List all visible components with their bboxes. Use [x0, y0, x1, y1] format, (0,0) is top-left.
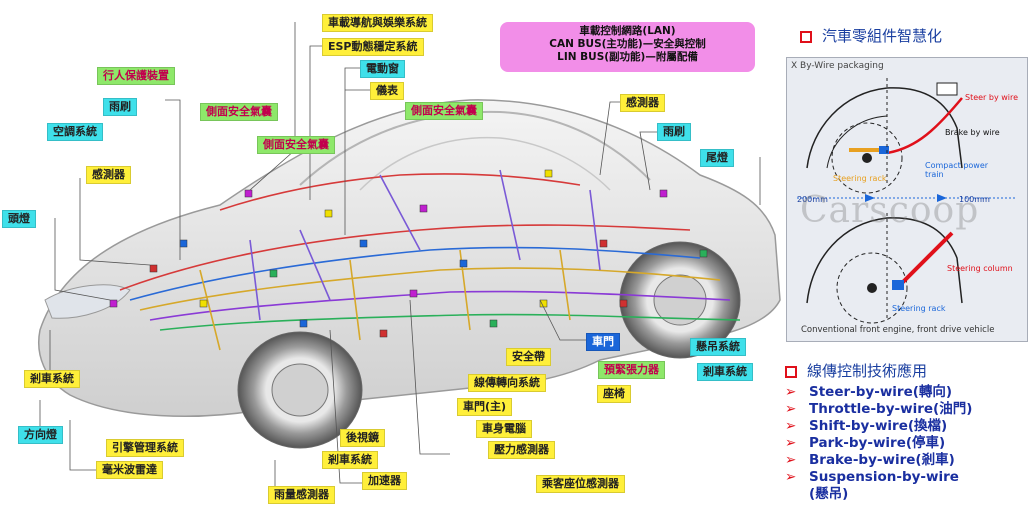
carscoop-watermark: Carscoop — [800, 190, 980, 231]
lan-line-3: LIN BUS(副功能)—附屬配備 — [557, 51, 698, 63]
label-steer-by-wire: Steer by wire — [965, 93, 1019, 102]
label-brake-left: 剎車系統 — [24, 370, 80, 388]
label-door-main: 車門(主) — [457, 398, 513, 416]
label-wiper-rear: 雨刷 — [657, 123, 691, 141]
lan-line-2: CAN BUS(主功能)—安全與控制 — [549, 38, 706, 50]
label-air-conditioning: 空調系統 — [47, 123, 103, 141]
label-sensor-left: 感測器 — [86, 166, 131, 184]
panel-title: X By-Wire packaging — [791, 61, 884, 71]
label-rain-sensor: 雨量感測器 — [268, 486, 335, 504]
label-rear-mirror: 後視鏡 — [340, 429, 385, 447]
list-item: ➢Suspension-by-wire — [785, 469, 959, 485]
by-wire-schematic — [797, 78, 1017, 324]
panel-footer: Conventional front engine, front drive v… — [801, 325, 995, 335]
label-occupant-sensor: 乘客座位感測器 — [536, 475, 625, 493]
label-dimension-100mm: 100mm — [959, 195, 990, 204]
square-bullet-icon — [800, 30, 812, 43]
list-item: ➢Shift-by-wire(換檔) — [785, 418, 948, 434]
label-steer-by-wire-system: 線傳轉向系統 — [468, 374, 546, 392]
label-nav-entertainment: 車載導航與娛樂系統 — [322, 14, 433, 32]
label-dimension-200mm: 200mm — [797, 195, 828, 204]
label-brake-rear: 剎車系統 — [697, 363, 753, 381]
label-side-airbag-2: 側面安全氣囊 — [405, 102, 483, 120]
label-side-airbag-1: 側面安全氣囊 — [200, 103, 278, 121]
label-steering-rack-2: Steering rack — [892, 304, 946, 313]
label-steering-rack-1: Steering rack — [833, 174, 887, 183]
label-body-computer: 車身電腦 — [476, 420, 532, 438]
square-bullet-icon — [785, 365, 797, 378]
arrow-bullet-icon: ➢ — [785, 435, 797, 451]
lan-line-1: 車載控制網路(LAN) — [579, 25, 676, 37]
label-side-airbag-3: 側面安全氣囊 — [257, 136, 335, 154]
label-seatbelt: 安全帶 — [506, 348, 551, 366]
list-item: ➢Brake-by-wire(剎車) — [785, 452, 955, 468]
component-nodes — [109, 169, 708, 338]
label-engine-management: 引擎管理系統 — [106, 439, 184, 457]
list-item: ➢Steer-by-wire(轉向) — [785, 384, 953, 400]
label-pressure-sensor: 壓力感測器 — [488, 441, 555, 459]
label-suspension: 懸吊系統 — [690, 338, 746, 356]
arrow-bullet-icon: ➢ — [785, 401, 797, 417]
label-sensor-right: 感測器 — [620, 94, 665, 112]
label-steering-column: Steering column — [947, 264, 1013, 273]
arrow-bullet-icon: ➢ — [785, 418, 797, 434]
label-brake-by-wire: Brake by wire — [945, 128, 1000, 137]
label-accelerator: 加速器 — [362, 472, 407, 490]
label-dashboard: 儀表 — [370, 82, 404, 100]
lan-info-box: 車載控制網路(LAN) CAN BUS(主功能)—安全與控制 LIN BUS(副… — [500, 22, 755, 72]
arrow-bullet-icon: ➢ — [785, 384, 797, 400]
label-turn-signal: 方向燈 — [18, 426, 63, 444]
label-pretensioner: 預緊張力器 — [598, 361, 665, 379]
label-power-window: 電動窗 — [360, 60, 405, 78]
heading-smart-components: 汽車零組件智慧化 — [800, 25, 942, 46]
arrow-bullet-icon: ➢ — [785, 469, 797, 485]
label-taillight: 尾燈 — [700, 149, 734, 167]
label-brake-center: 剎車系統 — [322, 451, 378, 469]
label-pedestrian-protection: 行人保護裝置 — [97, 67, 175, 85]
label-seat: 座椅 — [597, 385, 631, 403]
label-headlight: 頭燈 — [2, 210, 36, 228]
wiring-harness — [119, 169, 741, 351]
arrow-bullet-icon: ➢ — [785, 452, 797, 468]
label-esp: ESP動態穩定系統 — [322, 38, 424, 56]
heading-by-wire-applications: 線傳控制技術應用 — [785, 360, 927, 381]
label-mmwave-radar: 毫米波雷達 — [96, 461, 163, 479]
list-item: ➢Park-by-wire(停車) — [785, 435, 946, 451]
list-item-continuation: (懸吊) — [809, 486, 849, 502]
label-door: 車門 — [586, 333, 620, 351]
label-compact-power-train: Compact power train — [925, 161, 989, 179]
label-wiper-front: 雨刷 — [103, 98, 137, 116]
list-item: ➢Throttle-by-wire(油門) — [785, 401, 973, 417]
by-wire-packaging-panel: X By-Wire packaging Steer by wire Brake … — [786, 57, 1028, 342]
by-wire-list: ➢Steer-by-wire(轉向) ➢Throttle-by-wire(油門)… — [785, 384, 972, 503]
